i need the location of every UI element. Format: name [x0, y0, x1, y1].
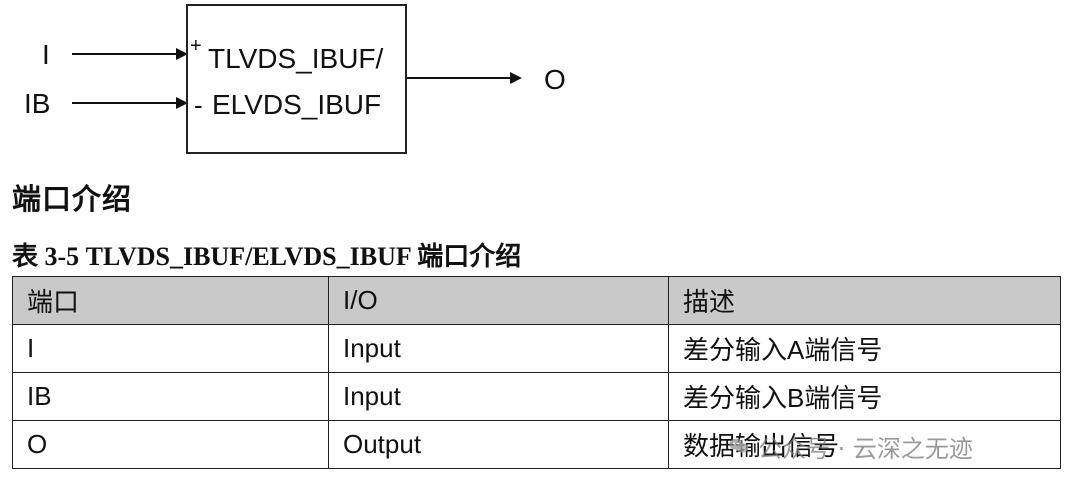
buffer-block-diagram: I IB + TLVDS_IBUF/ - ELVDS_IBUF O [24, 4, 566, 154]
block-label-line2: ELVDS_IBUF [212, 89, 381, 120]
cell-io: Input [328, 324, 669, 373]
port-table: 端口 I/O 描述 I Input 差分输入A端信号 IB Input 差分输入… [12, 276, 1061, 469]
minus-sign: - [194, 90, 203, 120]
table-row: IB Input 差分输入B端信号 [12, 372, 1061, 421]
cell-io: Input [328, 372, 669, 421]
cell-description: 差分输入B端信号 [668, 372, 1061, 421]
input-i-label: I [42, 39, 50, 70]
plus-sign: + [190, 35, 202, 57]
caption-prefix: 表 [12, 242, 39, 272]
input-ib-label: IB [24, 88, 50, 119]
output-o-label: O [544, 64, 566, 95]
cell-io: Output [328, 420, 669, 469]
cell-description: 差分输入A端信号 [668, 324, 1061, 373]
table-row: I Input 差分输入A端信号 [12, 324, 1061, 373]
cell-port: O [12, 420, 329, 469]
cell-port: I [12, 324, 329, 373]
table-row: O Output 数据输出信号 [12, 420, 1061, 469]
cell-description: 数据输出信号 [668, 420, 1061, 469]
cell-port: IB [12, 372, 329, 421]
block-label-line1: TLVDS_IBUF/ [208, 43, 384, 74]
buffer-block [186, 4, 407, 154]
header-port: 端口 [12, 276, 329, 325]
caption-suffix: 端口介绍 [417, 242, 522, 272]
table-caption: 表 3-5 TLVDS_IBUF/ELVDS_IBUF 端口介绍 [12, 236, 521, 273]
header-io: I/O [328, 276, 669, 325]
section-heading: 端口介绍 [12, 182, 133, 216]
table-header-row: 端口 I/O 描述 [12, 276, 1061, 325]
header-description: 描述 [668, 276, 1061, 325]
caption-number: 3-5 TLVDS_IBUF/ELVDS_IBUF [44, 242, 411, 271]
